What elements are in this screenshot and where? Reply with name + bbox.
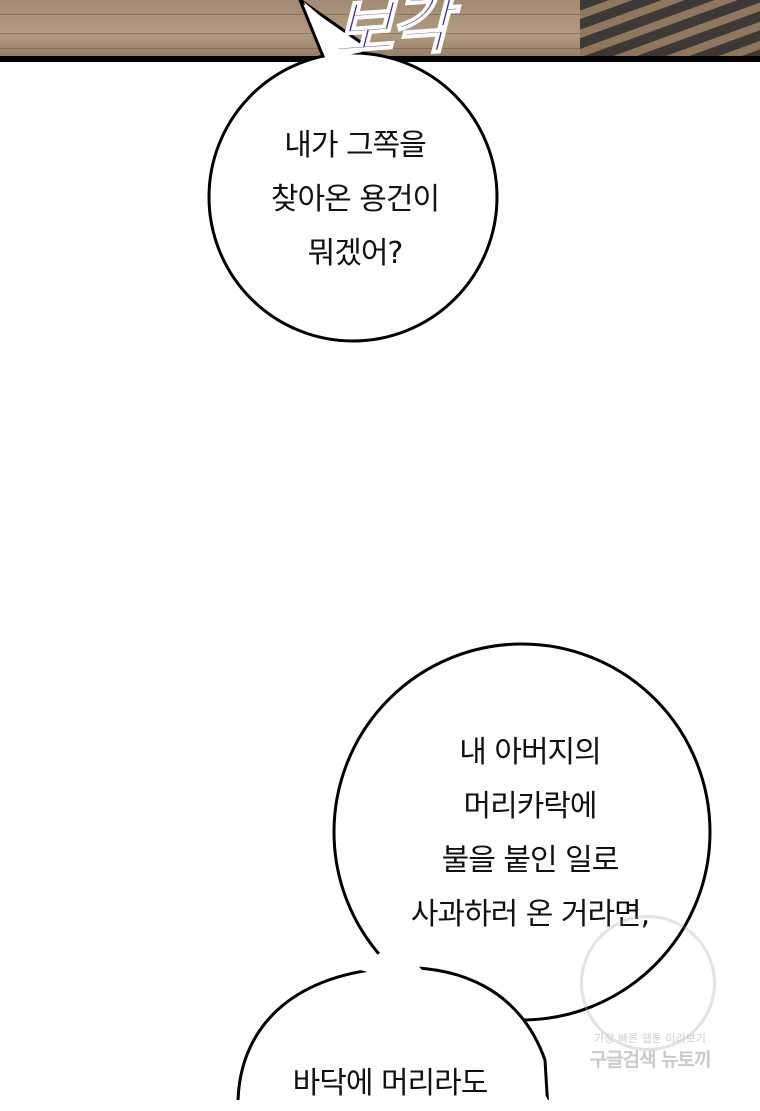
- speech-bubble-2-text: 내 아버지의 머리카락에 불을 붙인 일로 사과하러 온 거라면,: [355, 726, 705, 942]
- dark-fabric-stripes: [580, 0, 760, 60]
- wood-grain-line: [0, 14, 760, 15]
- watermark: 가장 빠른 웹툰 미리보기 구글검색 뉴토끼: [560, 905, 740, 1075]
- dialogue-line: 불을 붙인 일로: [441, 843, 620, 878]
- watermark-mascot-icon: [580, 915, 716, 1051]
- dialogue-line: 내 아버지의: [459, 735, 602, 770]
- dialogue-line: 뭐겠어?: [307, 236, 404, 271]
- dialogue-line: 찾아온 용건이: [270, 182, 440, 217]
- speech-bubble-3-text: 바닥에 머리라도: [240, 1057, 540, 1111]
- watermark-small-text: 가장 빠른 웹툰 미리보기: [594, 1032, 706, 1045]
- speech-bubble-1: [207, 0, 499, 343]
- dialogue-line: 내가 그쪽을: [284, 128, 427, 163]
- watermark-big-text: 구글검색 뉴토끼: [589, 1049, 712, 1071]
- wood-grain-line: [0, 48, 760, 49]
- dialogue-line: 머리카락에: [463, 789, 598, 824]
- dialogue-line: 바닥에 머리라도: [292, 1066, 489, 1101]
- speech-bubble-3: [236, 940, 549, 1100]
- speech-bubble-1-text: 내가 그쪽을 찾아온 용건이 뭐겠어?: [210, 119, 500, 281]
- wood-grain-line: [0, 33, 760, 34]
